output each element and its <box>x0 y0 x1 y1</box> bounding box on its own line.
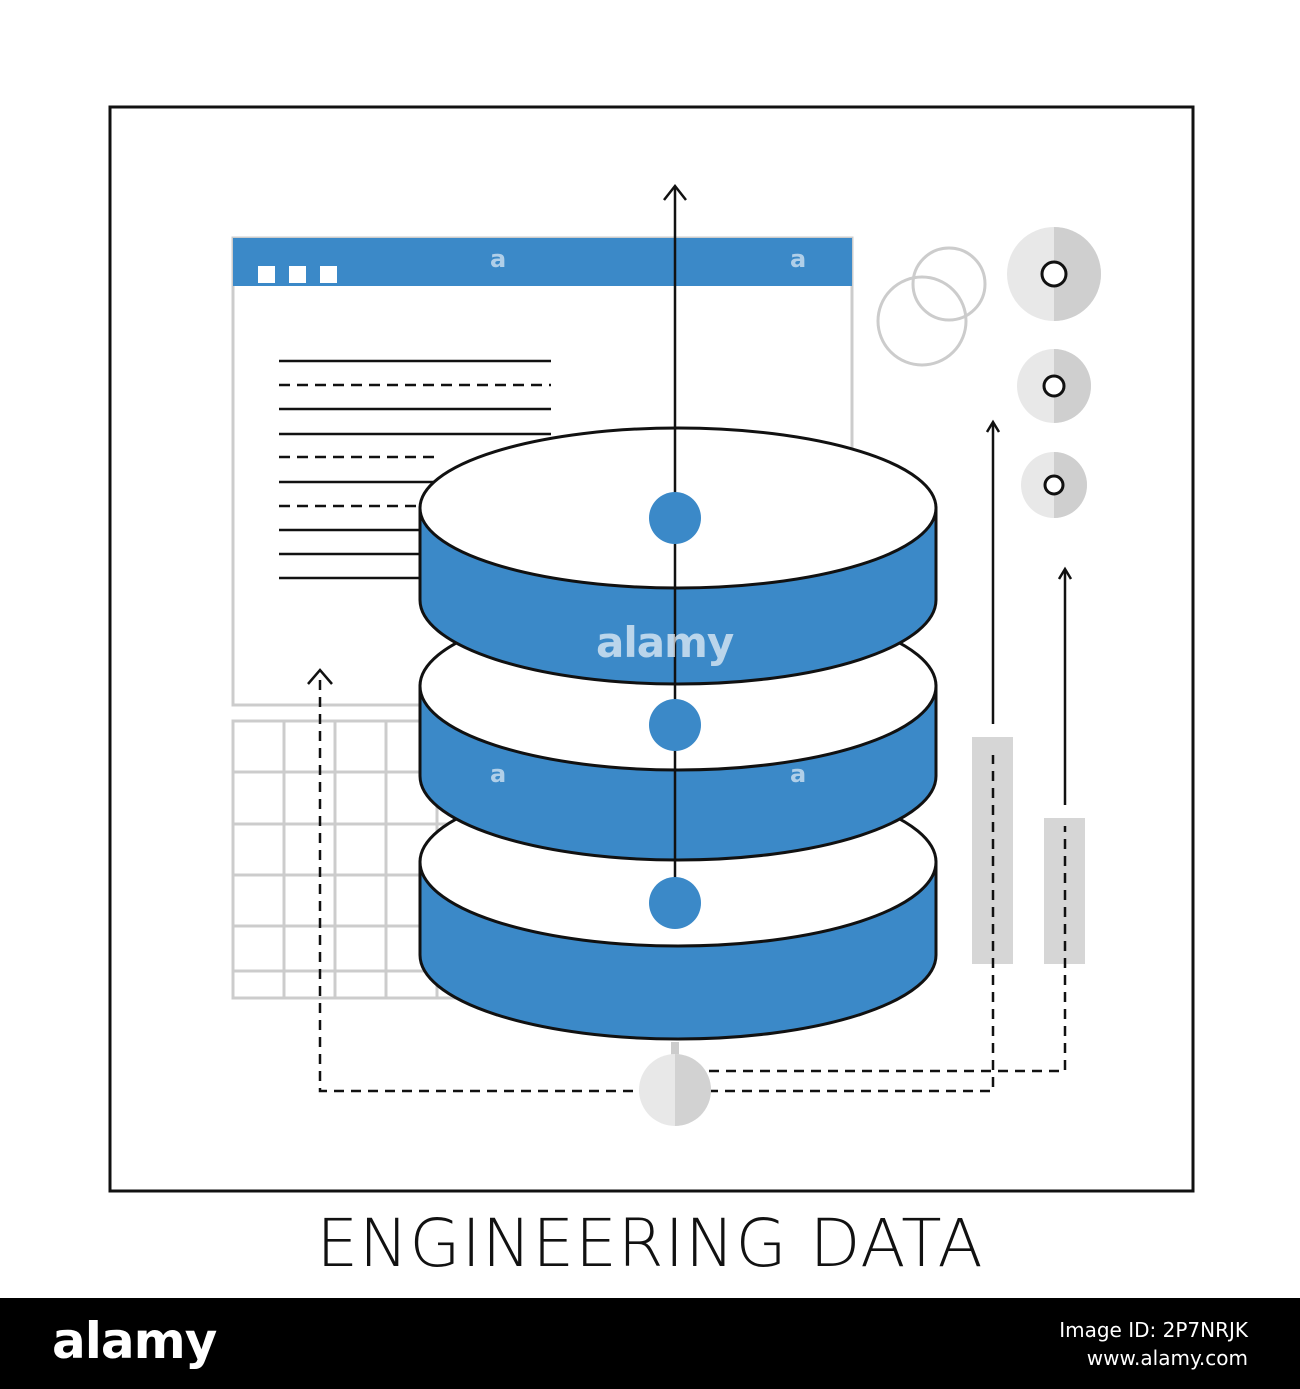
watermark-a: a <box>490 760 507 788</box>
dashed-connectors <box>318 680 1067 1093</box>
caption-title: ENGINEERING DATA <box>316 1205 984 1282</box>
dashed-arrowhead <box>307 668 333 685</box>
watermark-a: a <box>490 245 507 273</box>
bottom-connector-circle <box>639 1042 711 1126</box>
watermark-main: alamy <box>596 618 734 667</box>
watermark-a: a <box>790 245 807 273</box>
data-nodes <box>649 492 701 929</box>
upward-arrows <box>985 419 1073 805</box>
gear-ring-icon <box>1007 227 1101 518</box>
node-top <box>649 492 701 544</box>
engineering-data-illustration <box>108 105 1195 1193</box>
ring-circles-icon <box>876 246 987 367</box>
frame-border <box>108 105 1195 1193</box>
database-stack-icon <box>418 426 938 1041</box>
node-bottom <box>649 877 701 929</box>
bar-chart-icon <box>972 737 1085 964</box>
node-middle <box>649 699 701 751</box>
footer-meta: Image ID: 2P7NRJK www.alamy.com <box>1059 1316 1248 1372</box>
image-id: Image ID: 2P7NRJK <box>1059 1318 1248 1342</box>
site-url: www.alamy.com <box>1086 1346 1248 1370</box>
footer-logo: alamy <box>52 1312 217 1370</box>
watermark-a: a <box>790 760 807 788</box>
footer-bar: alamy Image ID: 2P7NRJK www.alamy.com <box>0 1298 1300 1389</box>
